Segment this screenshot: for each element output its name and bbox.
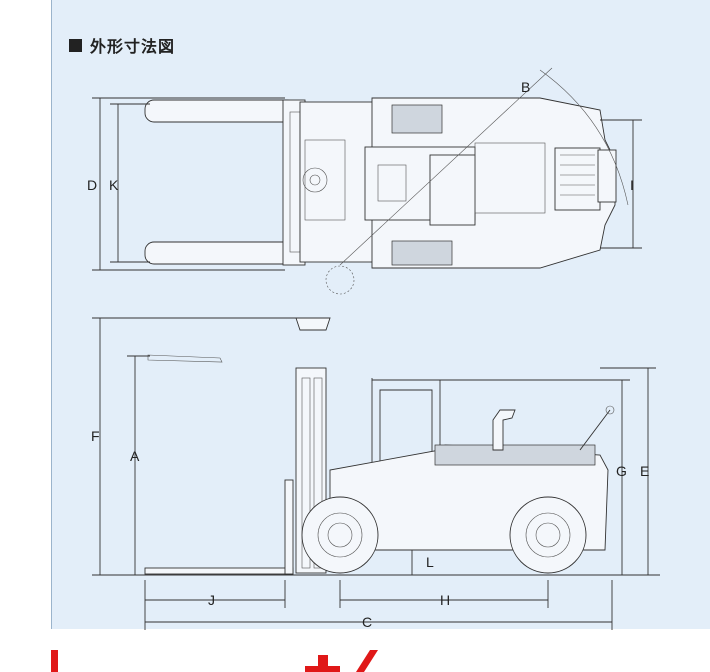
label-B: B [521, 79, 530, 95]
top-view-dimensions [92, 97, 642, 271]
label-C: C [362, 614, 372, 630]
side-view-dimensions [92, 317, 656, 630]
label-L: L [426, 554, 434, 570]
label-J: J [208, 592, 215, 608]
label-H: H [440, 592, 450, 608]
page-footer-area [51, 629, 710, 672]
top-view [144, 67, 629, 295]
label-D: D [87, 177, 97, 193]
label-I: I [630, 177, 634, 193]
label-G: G [616, 463, 627, 479]
side-view [92, 317, 660, 576]
label-K: K [109, 177, 119, 193]
diagram-title: 外形寸法図 [69, 33, 175, 57]
title-square-icon [69, 38, 82, 52]
label-E: E [640, 463, 649, 479]
label-F: F [91, 428, 100, 444]
label-A: A [130, 448, 140, 464]
dimension-labels: D K B I F A G E L J H C [87, 79, 649, 630]
diagram-title-text: 外形寸法図 [90, 39, 176, 56]
bottom-red-fragments [51, 650, 378, 672]
